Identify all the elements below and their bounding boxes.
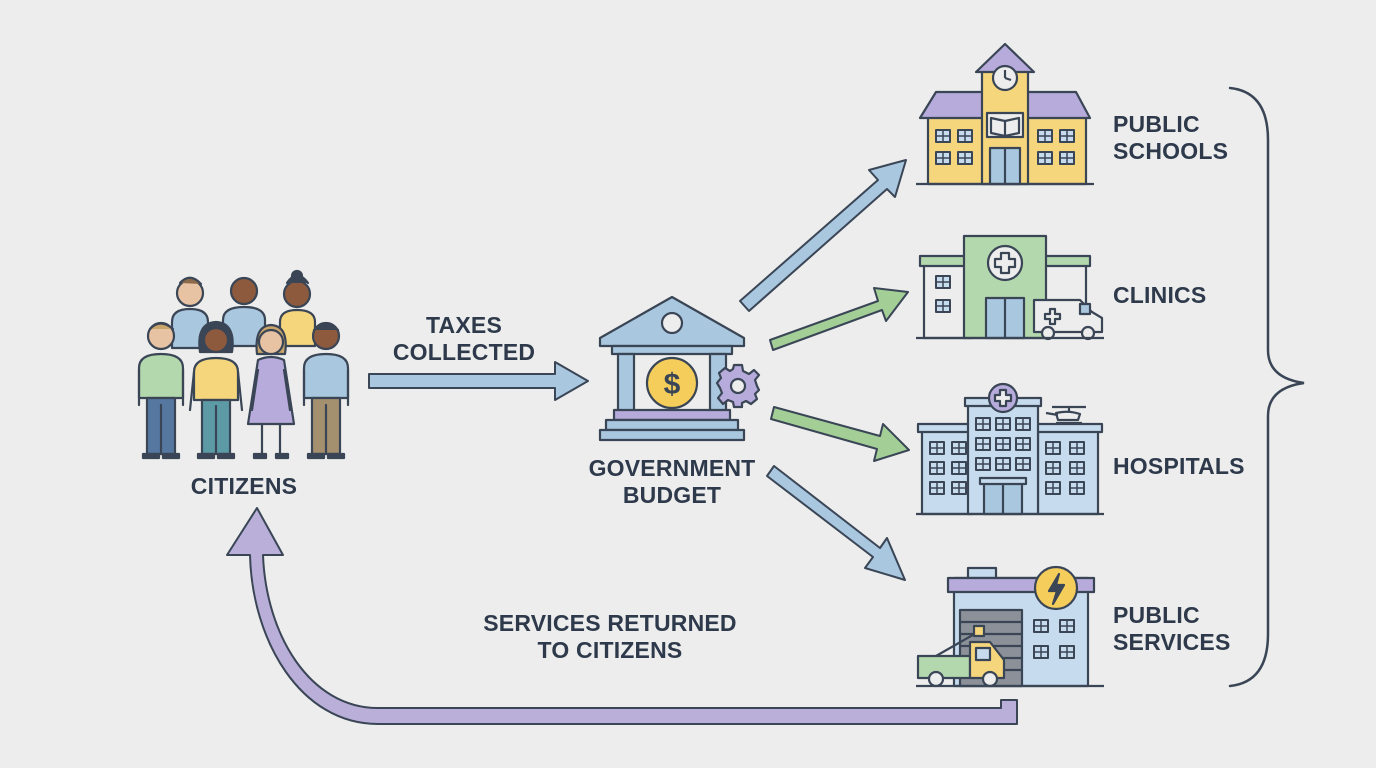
taxes-label-line2: COLLECTED: [392, 339, 536, 365]
taxes-collected-label: TAXES COLLECTED: [393, 312, 535, 366]
citizen-front-1: [137, 321, 185, 460]
arrow-to-public-services: [766, 465, 906, 581]
clinics-label-text: CLINICS: [1113, 282, 1207, 308]
government-budget-label: GOVERNMENT BUDGET: [589, 455, 756, 509]
hospitals-label-text: HOSPITALS: [1113, 453, 1245, 479]
arrow-to-clinics: [769, 287, 909, 351]
ambulance-icon: [1032, 298, 1104, 341]
arrow-to-schools: [739, 159, 907, 312]
gear-icon: [715, 363, 761, 409]
citizens-label-text: CITIZENS: [190, 473, 298, 499]
svg-text:$: $: [664, 368, 681, 401]
helicopter-icon: [1045, 405, 1086, 425]
public-services-label: PUBLIC SERVICES: [1113, 602, 1231, 656]
clinic-building-icon: [916, 234, 1104, 341]
hospitals-label: HOSPITALS: [1113, 453, 1245, 480]
returned-label-line2: TO CITIZENS: [537, 637, 683, 663]
hospital-building-icon: [916, 382, 1104, 516]
taxes-arrow: [368, 361, 589, 401]
citizen-back-middle: [221, 276, 267, 348]
budget-label-line1: GOVERNMENT: [588, 455, 756, 481]
returned-label-line1: SERVICES RETURNED: [483, 610, 737, 636]
services-returned-label: SERVICES RETURNED TO CITIZENS: [483, 610, 736, 664]
citizen-front-4: [302, 321, 350, 460]
citizens-icon: [137, 269, 350, 460]
public-services-building-icon: [916, 565, 1104, 688]
citizens-label: CITIZENS: [191, 473, 297, 500]
services-label-line1: PUBLIC: [1113, 602, 1200, 628]
schools-label-line2: SCHOOLS: [1113, 138, 1229, 164]
schools-label-line1: PUBLIC: [1113, 111, 1200, 137]
services-label-line2: SERVICES: [1113, 629, 1231, 655]
school-building-icon: [916, 42, 1094, 186]
services-brace: [1228, 86, 1305, 688]
services-returned-arrow: [226, 507, 1018, 725]
citizen-back-right: [278, 269, 317, 348]
arrow-to-hospitals: [770, 406, 910, 462]
utility-truck-icon: [916, 624, 1006, 688]
government-bank-icon: $: [598, 295, 761, 442]
clinics-label: CLINICS: [1113, 282, 1206, 309]
citizen-front-2: [188, 320, 244, 460]
taxes-label-line1: TAXES: [426, 312, 502, 338]
public-schools-label: PUBLIC SCHOOLS: [1113, 111, 1228, 165]
budget-label-line2: BUDGET: [622, 482, 722, 508]
citizen-front-3: [246, 323, 296, 460]
